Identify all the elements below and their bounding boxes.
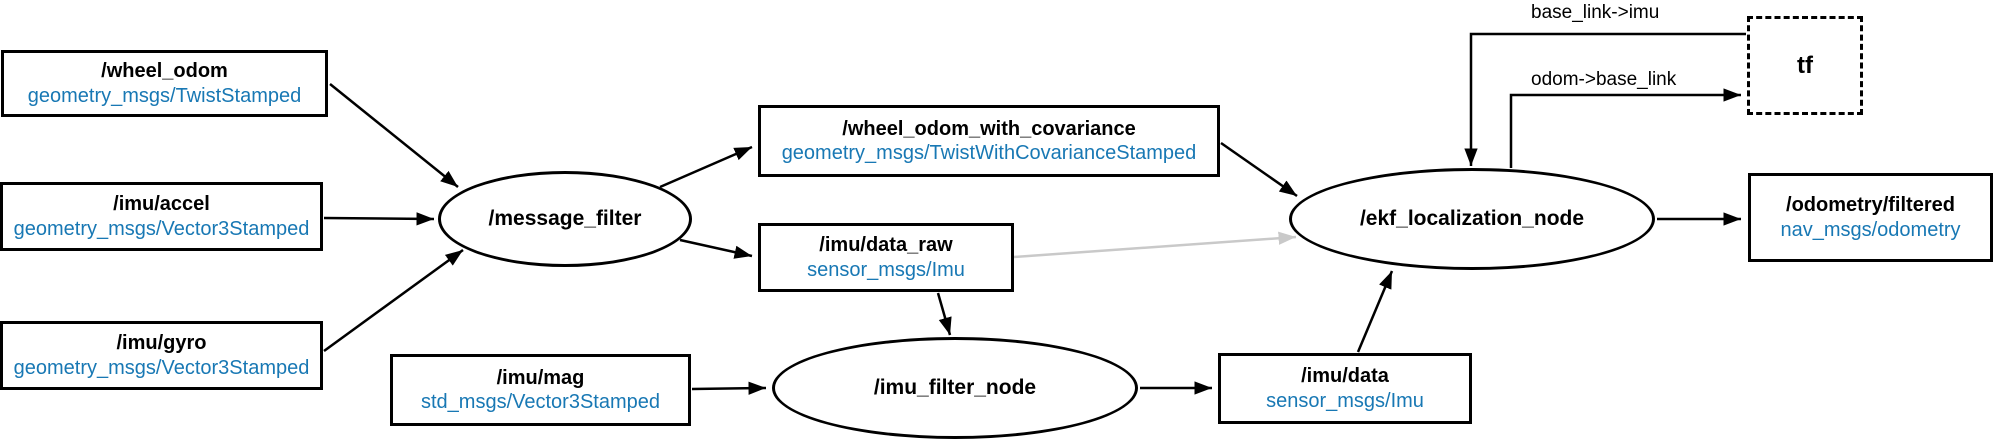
tf-frame-box: tf <box>1747 16 1863 115</box>
node-ellipse-imu-filter-node: /imu_filter_node <box>772 337 1138 439</box>
edge-wheel-odom-with-covariance-to-ekf <box>1220 141 1298 198</box>
edge-message-filter-to-wheel-odom-with-covariance <box>659 145 753 189</box>
edge-imu-gyro-to-message-filter <box>323 248 464 353</box>
topic-box-imu-data: /imu/data sensor_msgs/Imu <box>1218 353 1472 424</box>
topic-name: /odometry/filtered <box>1786 194 1955 217</box>
edge-tf-to-ekf-base-link-imu <box>1464 32 1746 166</box>
topic-name: /imu/mag <box>496 366 585 389</box>
topic-type: sensor_msgs/Imu <box>1266 389 1424 412</box>
topic-type: geometry_msgs/TwistWithCovarianceStamped <box>781 142 1197 164</box>
topic-box-wheel-odom-with-covariance: /wheel_odom_with_covariance geometry_msg… <box>758 105 1220 177</box>
node-ellipse-ekf-localization-node: /ekf_localization_node <box>1289 168 1655 270</box>
topic-type: geometry_msgs/TwistStamped <box>27 84 302 107</box>
topic-name: /imu/gyro <box>116 332 207 355</box>
edge-imu-mag-to-imu-filter-node <box>691 381 767 395</box>
topic-box-wheel-odom: /wheel_odom geometry_msgs/TwistStamped <box>1 50 328 117</box>
topic-name: /wheel_odom <box>101 60 228 83</box>
topic-box-imu-data-raw: /imu/data_raw sensor_msgs/Imu <box>758 223 1014 292</box>
topic-type: geometry_msgs/Vector3Stamped <box>13 356 310 379</box>
topic-name: /imu/data <box>1301 365 1389 388</box>
topic-box-imu-gyro: /imu/gyro geometry_msgs/Vector3Stamped <box>0 321 323 390</box>
topic-box-imu-mag: /imu/mag std_msgs/Vector3Stamped <box>390 354 691 426</box>
topic-box-odometry-filtered: /odometry/filtered nav_msgs/odometry <box>1748 173 1993 262</box>
edge-imu-data-to-ekf <box>1356 270 1394 353</box>
topic-box-imu-accel: /imu/accel geometry_msgs/Vector3Stamped <box>0 182 323 251</box>
node-name: /ekf_localization_node <box>1359 207 1585 230</box>
edge-label-odom-base-link: odom->base_link <box>1531 69 1677 90</box>
topic-name: /imu/accel <box>113 193 210 216</box>
topic-type: std_msgs/Vector3Stamped <box>420 391 660 413</box>
edge-imu-accel-to-message-filter <box>323 212 435 226</box>
topic-type: sensor_msgs/Imu <box>807 258 965 281</box>
tf-label: tf <box>1797 51 1813 79</box>
node-ellipse-message-filter: /message_filter <box>438 171 692 267</box>
topic-type: nav_msgs/odometry <box>1780 218 1961 241</box>
edge-message-filter-to-imu-data-raw <box>679 238 753 259</box>
node-name: /imu_filter_node <box>873 376 1037 399</box>
edge-label-base-link-imu: base_link->imu <box>1531 2 1660 23</box>
topic-name: /imu/data_raw <box>819 234 953 257</box>
edge-ekf-to-tf-odom-base-link <box>1509 88 1741 168</box>
topic-name: /wheel_odom_with_covariance <box>842 117 1136 140</box>
topic-type: geometry_msgs/Vector3Stamped <box>13 217 310 240</box>
edge-imu-data-raw-to-ekf-faded <box>1013 231 1297 259</box>
edge-wheel-odom-to-message-filter <box>329 83 459 188</box>
edge-imu-data-raw-to-imu-filter-node <box>936 292 952 336</box>
node-name: /message_filter <box>488 207 642 230</box>
